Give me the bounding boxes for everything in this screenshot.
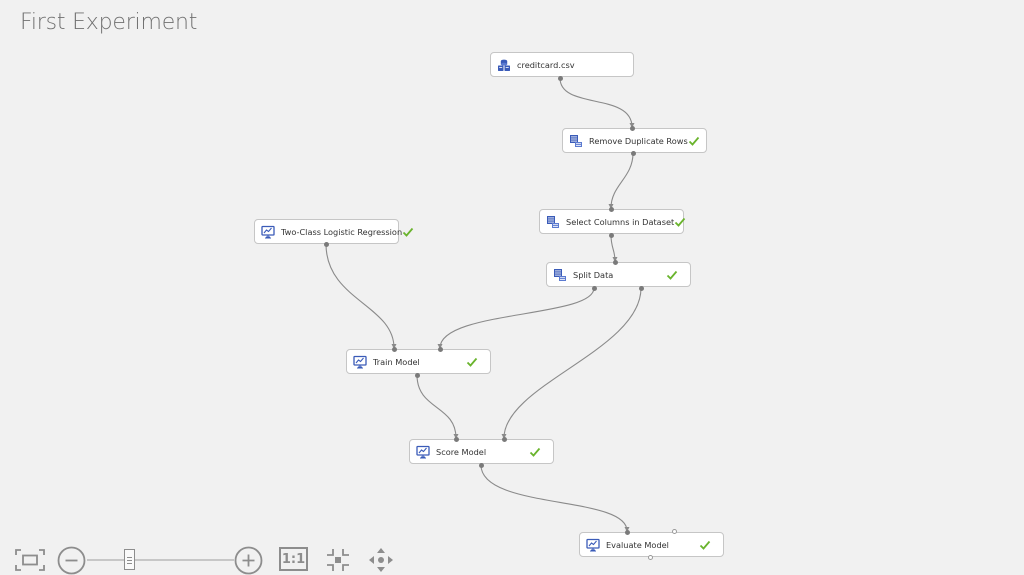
data-transform-icon	[570, 134, 582, 147]
completed-check-icon	[466, 357, 478, 367]
zoom-out-icon[interactable]	[57, 546, 86, 575]
pan-icon[interactable]	[367, 546, 395, 574]
module-label: Score Model	[436, 446, 487, 457]
dataset-icon	[498, 59, 510, 71]
input-port-unconnected[interactable]	[672, 529, 677, 534]
output-port[interactable]	[591, 285, 597, 291]
input-port[interactable]	[391, 346, 397, 352]
wire-score-to-evaluate	[480, 464, 628, 532]
completed-check-icon	[403, 227, 414, 237]
wire-split-to-train	[439, 287, 595, 349]
model-icon	[261, 225, 275, 239]
wire-logreg-to-train	[325, 243, 395, 349]
wire-split-to-score	[503, 287, 642, 439]
model-icon	[416, 445, 430, 459]
module-node-evaluate-model[interactable]: Evaluate Model	[579, 532, 724, 557]
output-port[interactable]	[323, 241, 329, 247]
output-port[interactable]	[608, 232, 614, 238]
zoom-slider-thumb[interactable]	[124, 549, 136, 570]
input-port[interactable]	[612, 259, 618, 265]
output-port[interactable]	[557, 75, 563, 81]
input-port[interactable]	[501, 436, 507, 442]
completed-check-icon	[666, 270, 678, 280]
zoom-in-icon[interactable]	[234, 546, 263, 575]
module-node-two-class-logistic-regression[interactable]: Two-Class Logistic Regression	[254, 219, 414, 244]
fit-to-screen-icon[interactable]	[14, 548, 46, 572]
model-icon	[353, 355, 367, 369]
actual-size-label: 1:1	[281, 551, 306, 567]
module-label: creditcard.csv	[517, 59, 575, 70]
wire-train-to-score	[416, 374, 457, 439]
wire-dedupe-to-selectcols	[610, 152, 634, 209]
input-port[interactable]	[630, 125, 635, 131]
output-port[interactable]	[414, 372, 420, 378]
module-label: Train Model	[373, 356, 420, 367]
input-port[interactable]	[437, 346, 443, 352]
completed-check-icon	[675, 217, 686, 227]
module-label: Select Columns in Dataset	[566, 216, 675, 227]
output-port[interactable]	[638, 285, 644, 291]
module-label: Split Data	[573, 269, 614, 280]
data-transform-icon	[554, 268, 566, 281]
completed-check-icon	[699, 540, 711, 550]
module-node-score-model[interactable]: Score Model	[409, 439, 554, 464]
zoom-slider-track[interactable]	[87, 559, 234, 561]
module-label: Two-Class Logistic Regression	[281, 226, 403, 237]
module-node-dataset[interactable]: creditcard.csv	[490, 52, 634, 77]
module-node-split-data[interactable]: Split Data	[546, 262, 691, 287]
input-port[interactable]	[453, 436, 459, 442]
module-label: Evaluate Model	[606, 539, 669, 550]
model-icon	[586, 538, 600, 552]
completed-check-icon	[688, 136, 699, 146]
actual-size-button[interactable]: 1:1	[279, 547, 308, 571]
module-node-train-model[interactable]: Train Model	[346, 349, 491, 374]
data-transform-icon	[547, 215, 559, 228]
output-port[interactable]	[478, 462, 484, 468]
module-node-remove-duplicate-rows[interactable]: Remove Duplicate Rows	[562, 128, 707, 153]
output-port[interactable]	[630, 150, 636, 156]
wire-dataset-to-dedupe	[559, 77, 633, 128]
module-node-select-columns-in-dataset[interactable]: Select Columns in Dataset	[539, 209, 686, 234]
input-port[interactable]	[624, 529, 630, 535]
module-label: Remove Duplicate Rows	[589, 135, 688, 146]
output-port-unconnected[interactable]	[648, 554, 653, 560]
experiment-title: First Experiment	[20, 10, 198, 35]
input-port[interactable]	[608, 206, 614, 212]
completed-check-icon	[529, 447, 541, 457]
center-icon[interactable]	[324, 546, 352, 574]
